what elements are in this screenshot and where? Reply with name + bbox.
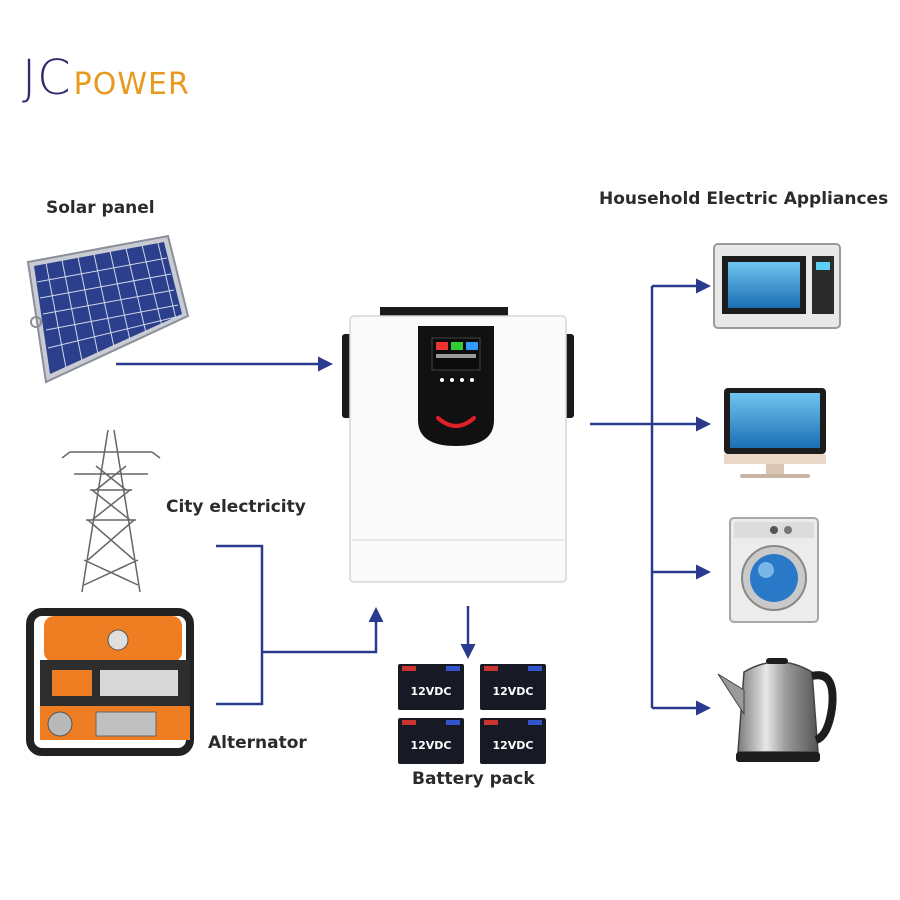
kettle-icon <box>717 658 837 762</box>
washing-machine-icon <box>729 517 819 623</box>
battery-label-2: 12VDC <box>492 685 533 698</box>
inverter-icon <box>342 307 574 583</box>
microwave-icon <box>713 243 841 329</box>
label-city-electricity: City electricity <box>166 497 306 517</box>
connector-lines <box>116 278 711 716</box>
solar-panel-icon <box>26 234 190 384</box>
logo-jc: JC <box>22 50 72 106</box>
battery-label-3: 12VDC <box>410 739 451 752</box>
label-household-appliances: Household Electric Appliances <box>599 189 889 209</box>
label-alternator: Alternator <box>208 733 307 753</box>
battery-icon <box>398 664 546 764</box>
logo-power: POWER <box>73 67 190 102</box>
arrow-source-to-inverter <box>262 607 384 654</box>
generator-icon <box>26 608 194 756</box>
battery-label-1: 12VDC <box>410 685 451 698</box>
brand-logo: JC POWER <box>22 50 190 106</box>
power-tower-icon <box>61 429 161 593</box>
label-battery-pack: Battery pack <box>412 769 535 789</box>
line-grid-generator-join <box>216 544 264 706</box>
battery-label-4: 12VDC <box>492 739 533 752</box>
monitor-icon <box>724 388 826 478</box>
label-solar-panel: Solar panel <box>46 198 155 218</box>
